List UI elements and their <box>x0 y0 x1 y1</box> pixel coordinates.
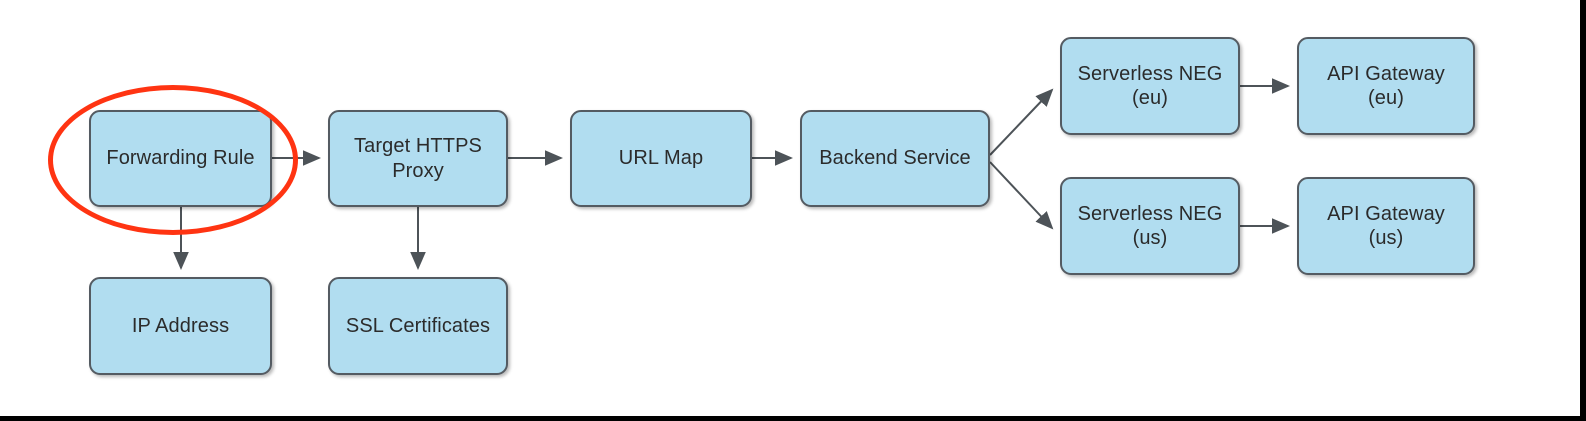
node-serverless-neg-us[interactable]: Serverless NEG (us) <box>1060 177 1240 275</box>
edge-backend-service-to-serverless-neg-eu <box>989 88 1054 156</box>
node-backend-service[interactable]: Backend Service <box>800 110 990 207</box>
frame-border-right <box>1580 0 1586 421</box>
frame-border-bottom <box>0 416 1586 421</box>
node-api-gateway-us[interactable]: API Gateway (us) <box>1297 177 1475 275</box>
node-ssl-certificates[interactable]: SSL Certificates <box>328 277 508 375</box>
node-api-gateway-eu[interactable]: API Gateway (eu) <box>1297 37 1475 135</box>
node-forwarding-rule[interactable]: Forwarding Rule <box>89 110 272 207</box>
node-serverless-neg-eu[interactable]: Serverless NEG (eu) <box>1060 37 1240 135</box>
edge-backend-service-to-serverless-neg-us <box>989 161 1054 230</box>
node-target-https-proxy[interactable]: Target HTTPS Proxy <box>328 110 508 207</box>
node-url-map[interactable]: URL Map <box>570 110 752 207</box>
node-ip-address[interactable]: IP Address <box>89 277 272 375</box>
